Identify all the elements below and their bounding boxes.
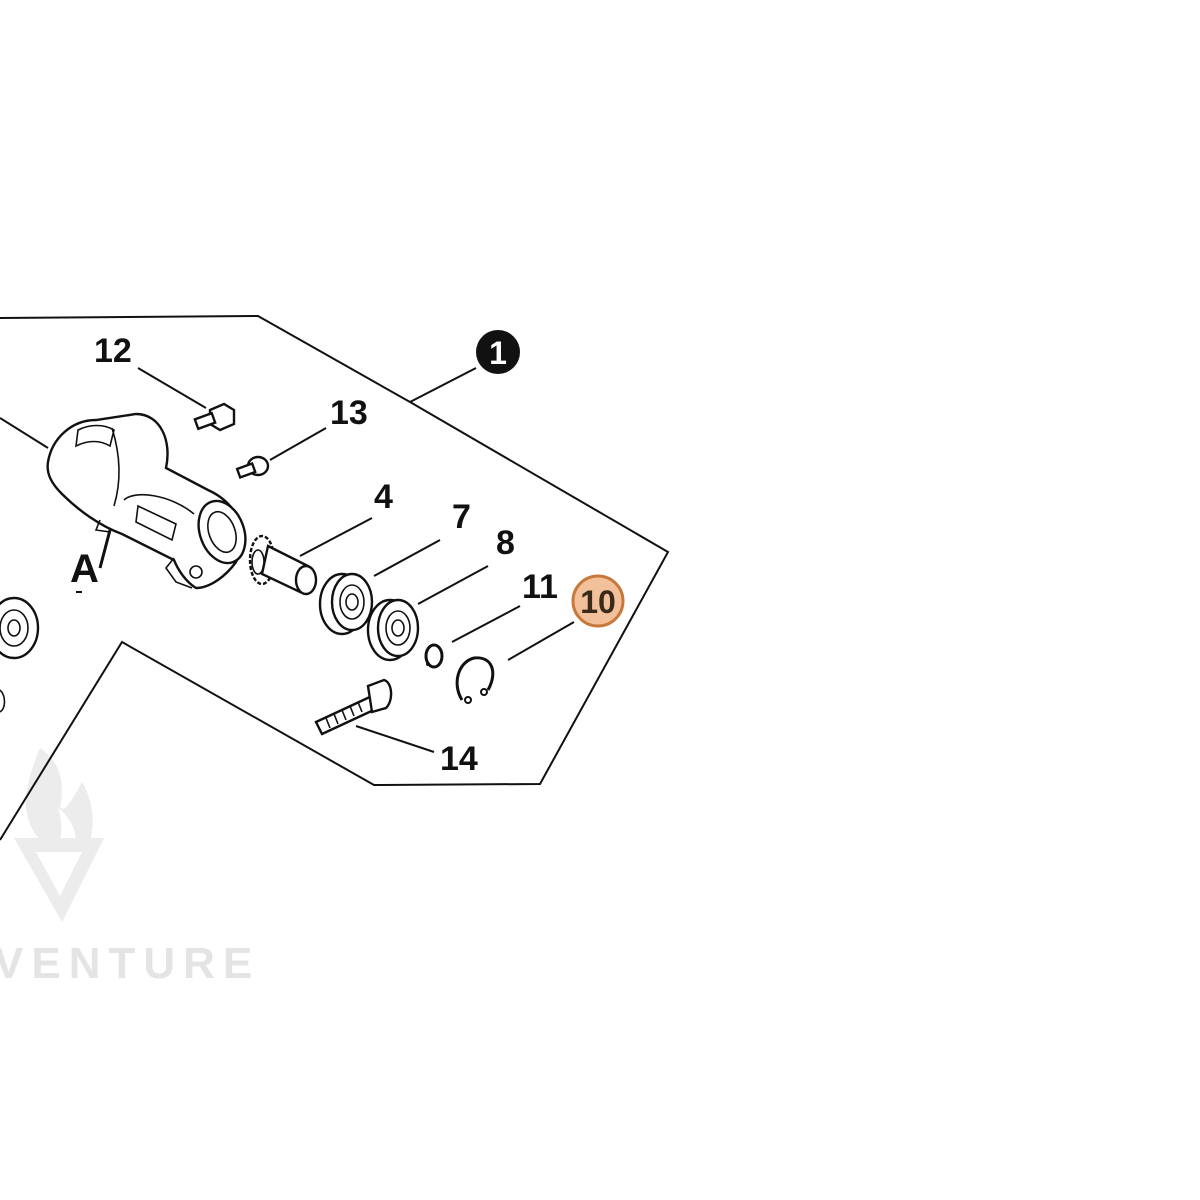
leader-line-10 xyxy=(507,621,575,661)
view-label: A xyxy=(70,547,99,591)
part-label-14: 14 xyxy=(440,740,478,778)
leader-line-7 xyxy=(373,539,441,577)
highlight-badge-10 xyxy=(571,574,625,628)
screw-13 xyxy=(235,455,270,479)
circlip-10 xyxy=(455,656,495,704)
housing-leader-line xyxy=(0,417,49,449)
leader-line-4 xyxy=(299,517,373,557)
leader-line-13 xyxy=(269,427,327,461)
part-label-12: 12 xyxy=(94,332,132,370)
watermark-text: VENTURE xyxy=(0,939,260,988)
part-label-13: 13 xyxy=(330,394,368,432)
part-label-8: 8 xyxy=(496,524,515,562)
partial-bearing-left xyxy=(0,596,40,713)
leader-line-8 xyxy=(417,565,489,605)
leader-line-14 xyxy=(355,725,435,753)
leader-line-12 xyxy=(137,367,207,409)
assembly-leader-line xyxy=(409,367,477,403)
ball-bearing-8 xyxy=(366,598,420,662)
bolt-14 xyxy=(314,678,393,736)
circlip-11 xyxy=(424,643,444,669)
part-label-11: 11 xyxy=(522,568,558,606)
part-label-7: 7 xyxy=(452,498,471,536)
part-label-4: 4 xyxy=(374,478,393,516)
assembly-callout-badge xyxy=(476,330,520,374)
pinion-shaft-4 xyxy=(248,534,318,596)
flame-v-logo-icon xyxy=(14,748,104,922)
leader-line-11 xyxy=(451,605,521,643)
ball-bearing-7 xyxy=(318,572,374,636)
part-label-10: 10 xyxy=(580,584,616,620)
assembly-callout-number: 1 xyxy=(489,335,507,371)
screw-12 xyxy=(193,402,236,432)
gear-housing xyxy=(46,412,247,590)
assembly-outline xyxy=(0,314,670,841)
